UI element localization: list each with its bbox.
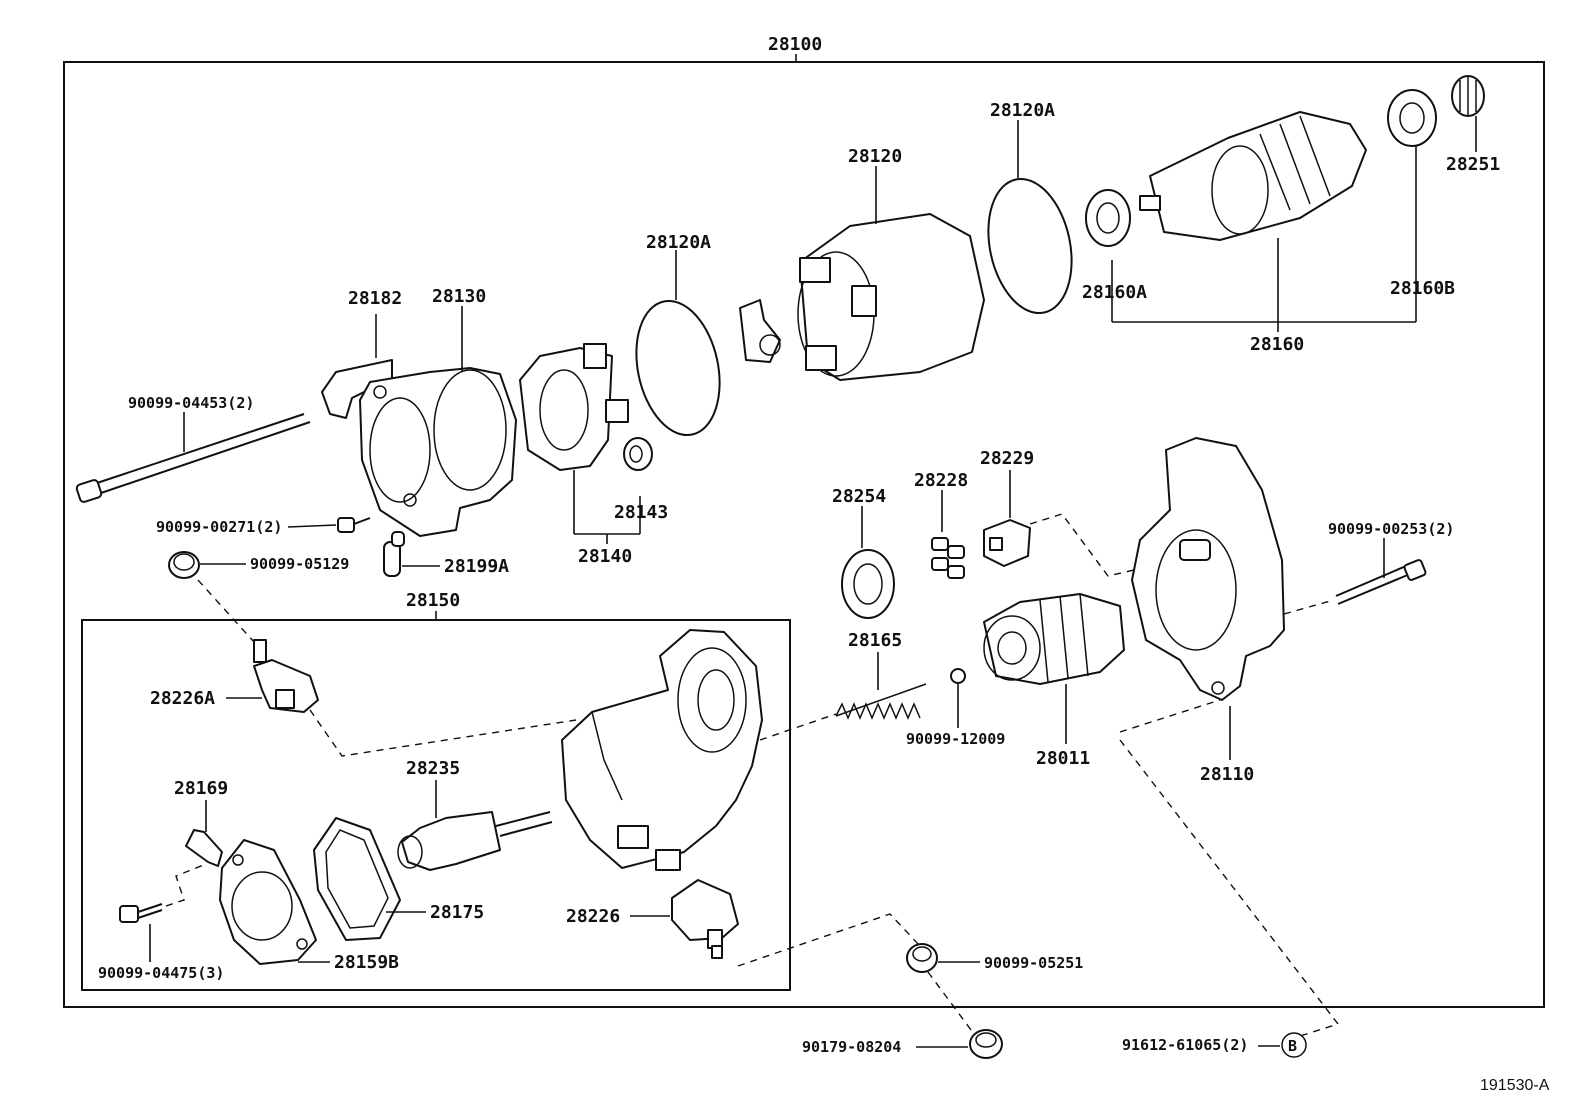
sub-assembly-label: 28150 [406,590,460,611]
switch-housing-28150 [561,629,763,871]
plunger-28235 [397,811,553,871]
dash-terminal-nut [737,913,921,967]
label-28159b: 28159B [334,952,399,973]
nut-90099-05129 [168,551,200,579]
bolt-90099-00253 [1335,559,1427,605]
sub-assembly-frame [81,611,791,991]
terminal-28226 [671,879,739,959]
terminal-28226a [253,639,319,713]
label-28235: 28235 [406,758,460,779]
label-90179-08204: 90179-08204 [802,1038,901,1056]
label-28251: 28251 [1446,154,1500,175]
nut-90179-08204 [969,1029,1003,1059]
bearing-28143 [623,437,653,471]
o-ring-28120a-top [987,177,1073,315]
label-28182: 28182 [348,288,402,309]
dash-terminal-switch [309,709,577,757]
leader-90099-00271 [287,524,337,528]
gear-28251 [1451,75,1485,117]
label-28130: 28130 [432,286,486,307]
bearing-28160b [1387,89,1437,147]
dash-nut-nut [927,971,975,1035]
gasket-28175 [313,817,401,941]
gear-28254 [841,549,895,619]
dash-spring-housing [759,713,837,741]
armature-28160 [1139,111,1367,241]
retainer-28229 [983,519,1031,567]
terminal-28199a [383,531,405,577]
label-28229: 28229 [980,448,1034,469]
label-90099-00271: 90099-00271(2) [156,518,282,536]
yoke-28120 [739,213,985,381]
ball-90099-12009 [950,668,966,684]
rollers-28228 [931,537,965,579]
dash-bolt-cover [165,863,207,907]
label-90099-05129: 90099-05129 [250,555,349,573]
label-28160: 28160 [1250,334,1304,355]
label-28169: 28169 [174,778,228,799]
callout-b: B [1281,1032,1307,1058]
label-28140: 28140 [578,546,632,567]
label-28228: 28228 [914,470,968,491]
dash-clutch-bolt-b [1119,739,1340,1037]
label-90099-00253: 90099-00253(2) [1328,520,1454,538]
spring-28165 [835,683,927,720]
dash-clutch-housing [1119,699,1221,733]
label-28165: 28165 [848,630,902,651]
label-28160b: 28160B [1390,278,1455,299]
svg-text:B: B [1288,1037,1297,1055]
diagram-reference: 191530-A [1480,1077,1550,1094]
cover-28159b [219,839,317,965]
bearing-28160a [1085,189,1131,247]
label-28199a: 28199A [444,556,509,577]
o-ring-28120a-left [635,299,721,437]
label-28110: 28110 [1200,764,1254,785]
label-28011: 28011 [1036,748,1090,769]
label-28175: 28175 [430,902,484,923]
bolt-90099-04475 [119,903,163,923]
end-frame-28130 [359,367,517,537]
dash-nut-terminal [197,579,255,643]
nut-90099-05251 [906,943,938,973]
label-90099-04475: 90099-04475(3) [98,964,224,982]
label-28254: 28254 [832,486,886,507]
label-91612-61065: 91612-61065(2) [1122,1036,1248,1054]
brush-holder-28140 [519,343,629,471]
label-90099-12009: 90099-12009 [906,730,1005,748]
assembly-frame [63,54,1545,1008]
through-bolt [75,413,311,503]
label-28226: 28226 [566,906,620,927]
assembly-label: 28100 [768,34,822,55]
label-28226a: 28226A [150,688,215,709]
label-90099-04453: 90099-04453(2) [128,394,254,412]
label-28160a: 28160A [1082,282,1147,303]
label-28120a-left: 28120A [646,232,711,253]
label-28143: 28143 [614,502,668,523]
clip-28169 [185,829,223,867]
screw-90099-00271 [337,517,371,533]
housing-28110 [1131,437,1285,701]
label-28120: 28120 [848,146,902,167]
label-90099-05251: 90099-05251 [984,954,1083,972]
dash-retainer-housing [1029,513,1135,577]
dash-housing-bolt [1283,599,1335,615]
label-28120a-top: 28120A [990,100,1055,121]
clutch-28011 [983,593,1125,685]
